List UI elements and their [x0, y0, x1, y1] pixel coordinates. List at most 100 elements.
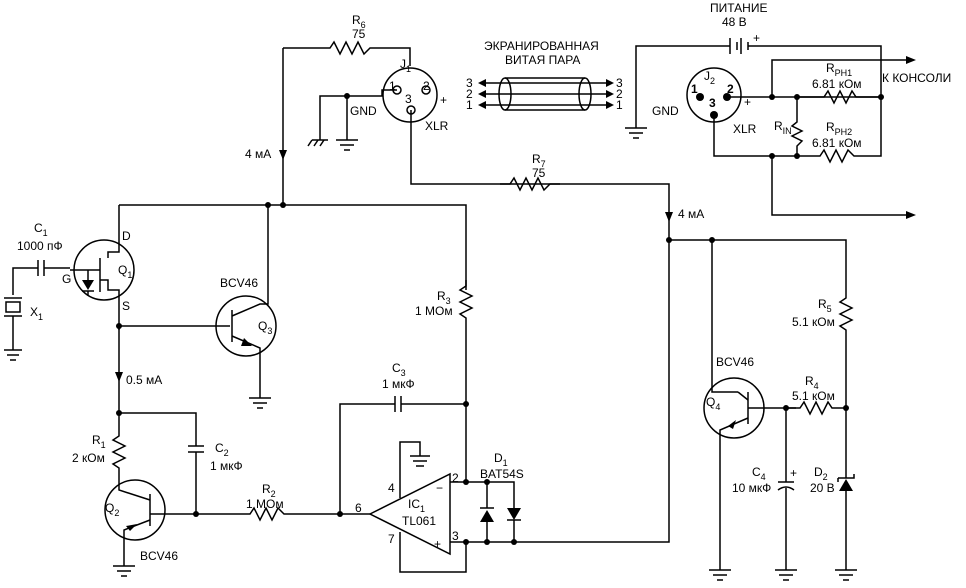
r2-label: R2 [262, 482, 276, 499]
c4-value: 10 мкФ [732, 481, 771, 495]
d2-label: D2 [814, 465, 828, 482]
r2-value: 1 МОм [246, 497, 284, 511]
q3-part: BCV46 [220, 276, 258, 290]
rph2-label: RPH2 [826, 120, 852, 137]
r3-resistor [458, 280, 474, 404]
j2-pin2: 2 [727, 82, 734, 96]
r5-resistor [838, 290, 854, 411]
power-title: ПИТАНИЕ [710, 1, 767, 15]
q2-part: BCV46 [140, 549, 178, 563]
r6-resistor [279, 40, 411, 160]
d1-part: BAT54S [480, 467, 524, 481]
r4-value: 5.1 кОм [792, 389, 835, 403]
c3-capacitor [339, 396, 469, 514]
ic1-pin4: 4 [388, 481, 395, 495]
c1-capacitor [12, 260, 70, 295]
q1-d-label: D [122, 229, 131, 243]
j1-plus: + [440, 93, 447, 107]
q1-source-branch [111, 323, 204, 514]
j2-pin1: 1 [691, 82, 698, 96]
cable-left-1: 1 [466, 98, 473, 112]
r6-value: 75 [352, 27, 366, 41]
current-0.5ma: 0.5 мА [126, 373, 162, 387]
q4-label: Q4 [706, 395, 720, 412]
j1-pin3: 3 [405, 92, 412, 106]
c3-label: C3 [392, 361, 406, 378]
j2-xlr-label: XLR [733, 122, 757, 136]
ic1-pin3: 3 [452, 529, 459, 543]
c4-label: C4 [752, 465, 766, 482]
x1-label: X1 [30, 305, 43, 322]
current-4ma-left: 4 мА [245, 147, 271, 161]
r7-value: 75 [532, 166, 546, 180]
r7-resistor [500, 176, 560, 192]
j1-label: J1 [400, 57, 411, 74]
r2-resistor [196, 506, 370, 522]
c4-capacitor [775, 408, 797, 581]
r3-label: R3 [437, 289, 451, 306]
q1-jfet [70, 205, 135, 330]
ic1-opamp [368, 441, 469, 573]
to-console-label: К КОНСОЛИ [882, 71, 951, 85]
rph2-value: 6.81 кОм [812, 136, 862, 150]
ic1-pin7: 7 [388, 532, 395, 546]
c1-value: 1000 пФ [17, 239, 63, 253]
j1-pin2: 2 [423, 79, 430, 93]
cable-right-1: 1 [616, 98, 623, 112]
c3-value: 1 мкФ [382, 377, 415, 391]
r1-label: R1 [92, 433, 106, 450]
r3-value: 1 МОм [415, 304, 453, 318]
r5-label: R5 [818, 297, 832, 314]
q1-g-label: G [62, 272, 71, 286]
j2-plus: + [744, 95, 751, 109]
r6-label: R6 [352, 13, 366, 30]
cable-title-1: ЭКРАНИРОВАННАЯ [484, 39, 599, 53]
r4-resistor [783, 400, 846, 416]
d1-diodes [466, 240, 670, 545]
cable-left-2: 2 [466, 87, 473, 101]
right-rail [666, 237, 847, 393]
q3-label: Q3 [258, 319, 272, 336]
d2-zener [835, 408, 857, 581]
ic1-pin6: 6 [355, 501, 362, 515]
cable-right-3: 3 [616, 76, 623, 90]
c2-label: C2 [215, 441, 229, 458]
q2-transistor [104, 478, 199, 577]
j1-xlr-connector [347, 67, 673, 240]
j2-label: J2 [704, 69, 715, 86]
rin-label: RIN [774, 119, 792, 136]
j1-ground [307, 93, 358, 151]
q3-transistor [119, 205, 277, 409]
j2-ground [625, 127, 647, 139]
top-rail [119, 160, 467, 290]
q1-s-label: S [122, 299, 130, 313]
q4-part: BCV46 [716, 355, 754, 369]
j1-pin1: 1 [389, 79, 396, 93]
ic1-label: IC1 [408, 497, 425, 514]
r5-value: 5.1 кОм [792, 315, 835, 329]
rph1-label: RPH1 [826, 61, 852, 78]
q2-label: Q2 [105, 501, 119, 518]
ic1-plus: + [434, 537, 441, 551]
current-4ma-right: 4 мА [678, 207, 704, 221]
ic1-pin2: 2 [452, 471, 459, 485]
power-value: 48 В [722, 15, 747, 29]
c1-label: C1 [34, 221, 48, 238]
ic1-minus: − [436, 481, 443, 495]
j2-pin3: 3 [709, 96, 716, 110]
j1-xlr-label: XLR [425, 119, 449, 133]
cable-right-2: 2 [616, 87, 623, 101]
rph-network [769, 56, 916, 164]
c2-value: 1 мкФ [210, 459, 243, 473]
cable-title-2: ВИТАЯ ПАРА [505, 53, 580, 67]
c4-plus: + [790, 466, 797, 480]
j2-gnd-label: GND [652, 104, 679, 118]
d2-value: 20 В [810, 481, 835, 495]
r7-label: R7 [532, 152, 546, 169]
q1-label: Q1 [118, 263, 132, 280]
r1-value: 2 кОм [72, 451, 105, 465]
d1-label: D1 [494, 451, 508, 468]
ic1-part: TL061 [402, 514, 436, 528]
r4-label: R4 [805, 374, 819, 391]
